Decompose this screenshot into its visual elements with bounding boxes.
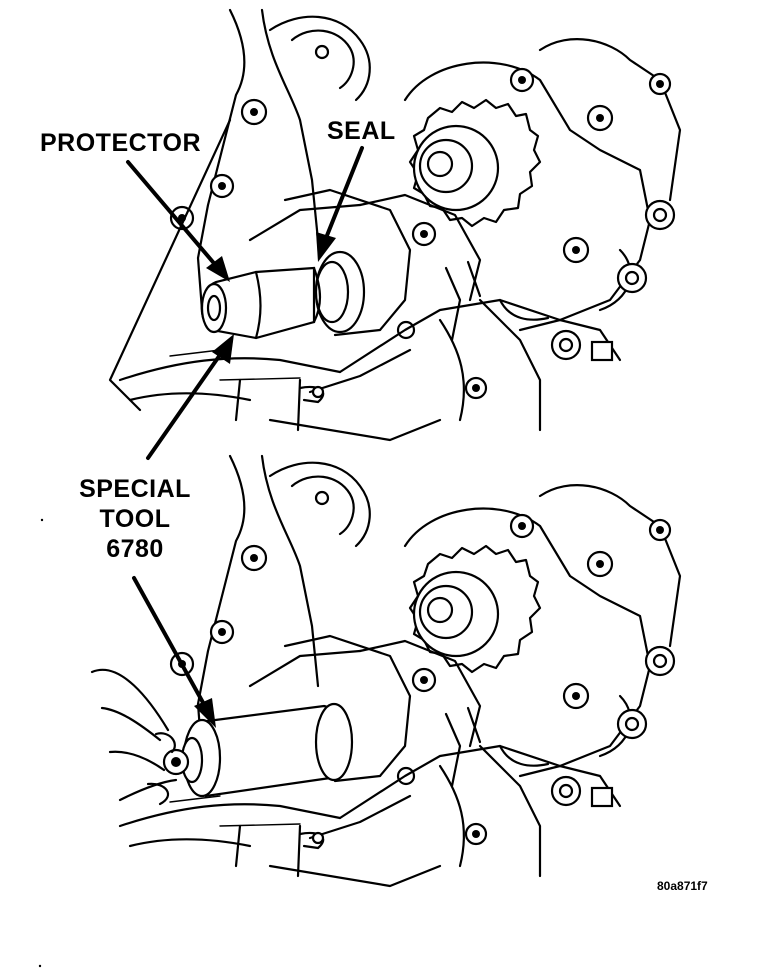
protector-label: PROTECTOR (40, 129, 201, 157)
protector-arrow (126, 160, 230, 282)
seal-arrow (316, 146, 364, 262)
block-edge-line (108, 118, 232, 412)
seal-label: SEAL (327, 117, 396, 145)
special-tool-label-line-3: 6780 (106, 535, 164, 563)
special-tool-arrow-up (146, 334, 234, 460)
special-tool-arrow-down (132, 576, 216, 728)
figure-code: 80a871f7 (657, 879, 708, 893)
engine-lower-view (118, 454, 682, 888)
special-tool-label-line-2: TOOL (99, 505, 171, 533)
technician-hand (90, 668, 178, 806)
seal-ring (314, 250, 366, 334)
protector-tool (200, 266, 322, 340)
special-tool-installer (162, 702, 354, 798)
special-tool-label-line-1: SPECIAL (79, 475, 191, 503)
special-tool-label: SPECIAL TOOL 6780 (73, 474, 197, 564)
